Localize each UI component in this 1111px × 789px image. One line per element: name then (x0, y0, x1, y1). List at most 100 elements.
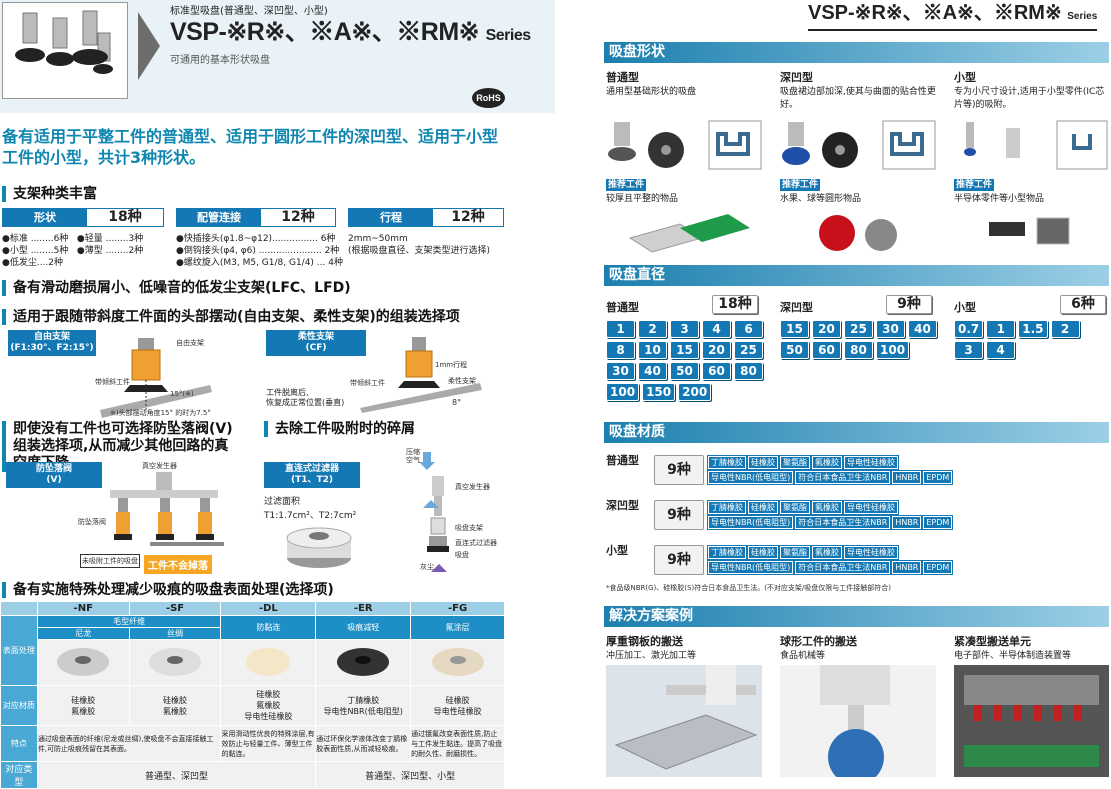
solution-3-title: 紧凑型搬送单元 (954, 635, 1031, 648)
pad-nf-image (57, 647, 110, 676)
fiber-label: 毛型纤维 (36, 615, 222, 628)
dust-label: 灰尘 (420, 563, 434, 571)
mat-small-count: 9种 (654, 545, 704, 575)
material-tag: 硅橡胶 (748, 546, 778, 559)
shape-band: 吸盘形状 (604, 42, 1109, 63)
treat-er: 吸痕减轻 (315, 615, 412, 640)
dia-normal-value: 40 (638, 362, 667, 380)
dia-deep-value: 80 (844, 341, 873, 359)
solution-1-desc: 冲压加工、激光加工等 (606, 651, 697, 661)
pad-fg-image (431, 647, 484, 676)
solution-1-title: 厚重钢板的搬送 (606, 635, 683, 648)
material-tag: 氟橡胶 (812, 456, 842, 469)
mat-deep-count: 9种 (654, 500, 704, 530)
free-note: ※)头部摆动角度15° 的时为7.5° (110, 409, 211, 417)
material-tag: 丁腈橡胶 (708, 546, 746, 559)
dia-normal-value: 150 (642, 383, 676, 401)
solution-2-desc: 食品机械等 (780, 651, 826, 661)
feature-fg: 通过镀氟改变表面性质,防止与工件发生黏连。提高了吸盘的耐久性、耐磨损性。 (410, 725, 505, 762)
material-band: 吸盘材质 (604, 422, 1109, 443)
free-support-label: 自由支架 (176, 339, 204, 347)
header-subtitle: 标准型吸盘(普通型、深凹型、小型) (170, 6, 328, 17)
material-tag: HNBR (892, 471, 922, 484)
material-er: 丁腈橡胶 导电性NBR(低电阻型) (315, 685, 412, 726)
flex-support-label: 柔性支架 (448, 377, 476, 385)
shape-normal-desc: 通用型基础形状的吸盘 (606, 87, 697, 97)
row-label-feature: 特点 (0, 725, 38, 762)
col-dl: -DL (220, 601, 317, 616)
support-title: 支架种类丰富 (2, 186, 97, 202)
work-small: 半导体零件等小型物品 (954, 194, 1045, 204)
dia-deep-count: 9种 (886, 295, 932, 314)
dia-normal-value: 20 (702, 341, 731, 359)
row-label-material: 对应材质 (0, 685, 38, 726)
dia-normal-value: 10 (638, 341, 667, 359)
dia-normal-value: 2 (638, 320, 667, 338)
dia-normal-value: 100 (606, 383, 640, 401)
debris-title: 去除工件吸附时的碎屑 (264, 421, 415, 437)
unadsorbed-label: 未吸附工件的吸盘 (80, 554, 140, 568)
suction-cups-image (15, 10, 113, 74)
material-tag: 导电性硅橡胶 (844, 501, 898, 514)
flex-stroke-label: 1mm行程 (435, 361, 468, 369)
solution-2-image (780, 665, 936, 777)
dia-normal-value: 6 (734, 320, 763, 338)
material-tag: EPDM (923, 516, 953, 529)
material-tag: 导电性硅橡胶 (844, 456, 898, 469)
rec-small: 推荐工件 (954, 179, 995, 191)
material-tag: HNBR (892, 516, 922, 529)
dia-deep-value: 25 (844, 320, 873, 338)
debris-gen-label: 真空发生器 (455, 483, 490, 491)
rec-deep: 推荐工件 (780, 179, 821, 191)
material-sf: 硅橡胶 氟橡胶 (128, 685, 222, 726)
no-drop-tag: 工件不会掉落 (144, 555, 212, 574)
valve-title: 即使没有工件也可选择防坠落阀(V)组装选择项,从而减少其他回路的真空度下降。 (2, 421, 242, 472)
dia-small-title: 小型 (954, 301, 976, 314)
dia-small-value: 2 (1050, 320, 1080, 338)
material-tag: 符合日本食品卫生法NBR (795, 516, 891, 529)
treat-fg: 氟涂层 (410, 615, 505, 640)
filter-image (286, 527, 352, 568)
pad-sf-image (149, 647, 202, 676)
mat-deep-title: 深凹型 (606, 499, 639, 512)
feature-er: 通过环保化学液体改变丁腈橡胶表面性质,从而减轻吸痕。 (315, 725, 412, 762)
flex-work-label: 带倾斜工件 (350, 379, 385, 387)
material-tag: 氟橡胶 (812, 546, 842, 559)
material-tag: 导电性硅橡胶 (844, 546, 898, 559)
dia-small-value: 1 (986, 320, 1016, 338)
dia-deep-value: 20 (812, 320, 841, 338)
solution-band: 解决方案案例 (604, 606, 1109, 627)
filter-area-value: T1:1.7cm²、T2:7cm² (264, 511, 357, 521)
dia-normal-value: 15 (670, 341, 699, 359)
material-tag: EPDM (923, 471, 953, 484)
plate-work-image (628, 214, 750, 253)
dia-deep-value: 30 (876, 320, 905, 338)
dia-normal-value: 60 (702, 362, 731, 380)
headline: 备有适用于平整工件的普通型、适用于圆形工件的深凹型、适用于小型工件的小型，共计3… (2, 127, 499, 167)
mat-normal-count: 9种 (654, 455, 704, 485)
chip-work-image (989, 217, 1070, 245)
shape-deep-title: 深凹型 (780, 71, 813, 84)
product-photo (2, 2, 128, 99)
dia-normal-value: 1 (606, 320, 635, 338)
dia-small-value: 1.5 (1018, 320, 1048, 338)
solution-3-desc: 电子部件、半导体制造装置等 (954, 651, 1072, 661)
pipe-list: ●快插接头(φ1.8~φ12)................ 6种 ●倒钩接头… (176, 234, 343, 268)
pad-mount-label: 吸盘支架 (455, 524, 483, 532)
dia-small-value: 0.7 (954, 320, 984, 338)
dia-deep-value: 60 (812, 341, 841, 359)
material-tag: 聚氨酯 (780, 456, 810, 469)
mat-small-title: 小型 (606, 544, 628, 557)
small-pads-image (964, 120, 1108, 170)
material-tag: 导电性NBR(低电阻型) (708, 471, 794, 484)
filter-area-label: 过滤面积 (264, 497, 301, 507)
rec-normal: 推荐工件 (606, 179, 647, 191)
type-second: 普通型、深凹型、小型 (315, 761, 505, 789)
work-normal: 较厚且平整的物品 (606, 194, 679, 204)
material-tag: HNBR (892, 561, 922, 574)
material-tag: 丁腈橡胶 (708, 501, 746, 514)
dia-deep-value: 15 (780, 320, 809, 338)
valve-diagram (110, 472, 224, 546)
